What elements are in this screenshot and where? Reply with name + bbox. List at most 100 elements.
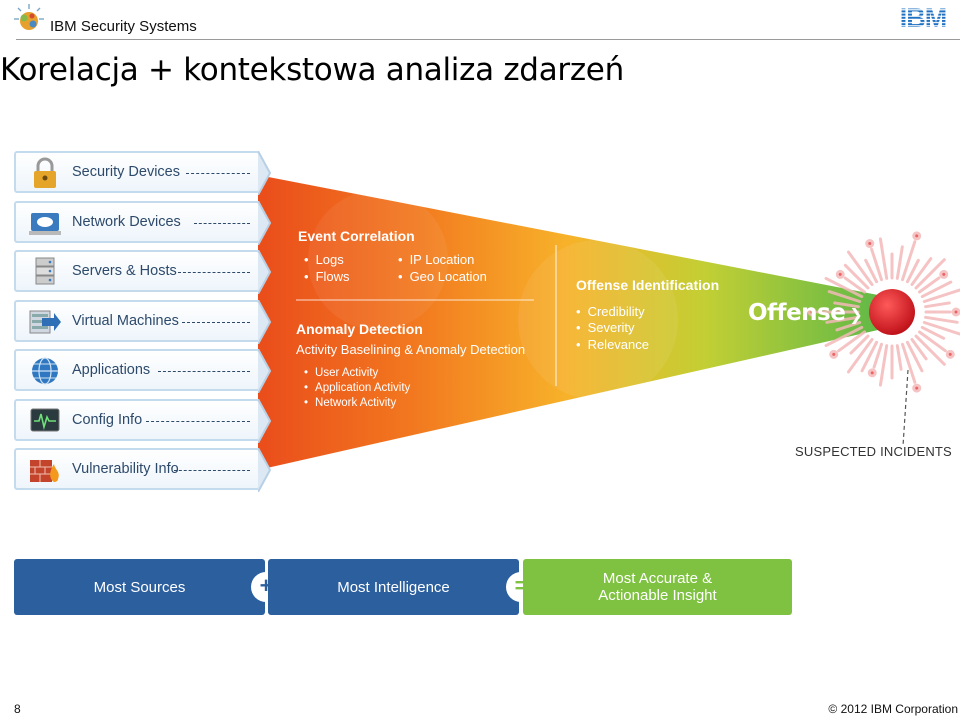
starburst-ray xyxy=(837,330,866,353)
source-label: Servers & Hosts xyxy=(72,263,177,279)
insight-line-2: Actionable Insight xyxy=(598,587,717,604)
source-label: Security Devices xyxy=(72,164,180,180)
starburst-ray xyxy=(864,258,879,284)
starburst-ray xyxy=(827,290,862,303)
starburst-ray xyxy=(895,245,904,280)
accurate-insight-box: Most Accurate & Actionable Insight xyxy=(523,559,792,615)
chevron-right-icon xyxy=(258,151,272,195)
starburst-ray xyxy=(835,321,862,332)
connector-dashes xyxy=(178,272,250,273)
ibm-security-icon xyxy=(14,4,44,30)
source-label: Config Info xyxy=(72,412,143,428)
lock-icon xyxy=(34,157,56,188)
starburst-dot xyxy=(939,269,949,279)
source-security-devices: Security Devices xyxy=(14,151,272,195)
anomaly-item-user: User Activity xyxy=(304,367,378,379)
source-vulnerability-info: Vulnerability Info xyxy=(14,448,272,492)
chevron-right-icon xyxy=(258,349,272,393)
starburst-ray xyxy=(825,315,860,324)
starburst-ray xyxy=(843,276,866,294)
starburst-ray xyxy=(860,340,879,373)
insight-line-1: Most Accurate & xyxy=(602,570,713,587)
starburst-ray xyxy=(878,237,889,280)
connector-dashes xyxy=(146,421,250,422)
virtual-machine-icon xyxy=(29,310,61,334)
starburst-ray xyxy=(901,240,917,282)
chevron-right-icon xyxy=(258,399,272,443)
starburst-ray xyxy=(878,344,889,387)
starburst-ray xyxy=(918,276,941,294)
starburst-ray xyxy=(920,325,946,340)
suspected-incidents-label: SUSPECTED INCIDENTS xyxy=(795,444,952,459)
starburst-ray xyxy=(895,344,903,371)
anomaly-item-application: Application Activity xyxy=(304,382,410,394)
most-sources-box: Most Sources xyxy=(14,559,265,615)
firewall-icon xyxy=(30,460,59,482)
offense-identification-title: Offense Identification xyxy=(576,277,720,293)
chevron-right-icon: ❯ xyxy=(849,305,863,324)
starburst-ray xyxy=(914,258,946,290)
anomaly-detection-title: Anomaly Detection xyxy=(296,321,423,337)
source-virtual-machines: Virtual Machines xyxy=(14,300,272,344)
chevron-right-icon xyxy=(258,448,272,492)
starburst-ray xyxy=(910,257,933,286)
starburst-ray xyxy=(901,342,917,384)
server-icon xyxy=(35,257,55,285)
event-item-logs: Logs xyxy=(304,252,344,267)
starburst-ray xyxy=(905,258,920,284)
starburst-ray xyxy=(924,301,951,309)
starburst-ray xyxy=(833,301,860,309)
starburst-ray xyxy=(922,288,960,303)
starburst-ray xyxy=(872,342,883,369)
event-correlation-title: Event Correlation xyxy=(298,228,415,244)
svg-text:IBM: IBM xyxy=(900,4,947,30)
network-cloud-icon xyxy=(29,213,61,235)
connector-dashes xyxy=(182,322,250,323)
starburst-ray xyxy=(922,321,960,336)
copyright: © 2012 IBM Corporation xyxy=(828,702,958,716)
starburst-dot xyxy=(867,368,877,378)
chevron-right-icon xyxy=(258,250,272,294)
starburst-dot xyxy=(865,239,875,249)
connector-dashes xyxy=(186,173,250,174)
starburst-ray xyxy=(920,280,953,299)
source-network-devices: Network Devices xyxy=(14,201,272,245)
starburst-dot xyxy=(829,349,839,359)
anomaly-detection-subtitle: Activity Baselining & Anomaly Detection xyxy=(296,342,526,357)
source-label: Virtual Machines xyxy=(72,313,179,329)
page-number: 8 xyxy=(14,702,21,716)
source-config-info: Config Info xyxy=(14,399,272,443)
slide-title: Korelacja + kontekstowa analiza zdarzeń xyxy=(0,52,624,88)
starburst-ray xyxy=(910,338,928,361)
source-label: Vulnerability Info xyxy=(72,461,179,477)
starburst-ray xyxy=(847,250,874,286)
offense-label: Offense❯ xyxy=(748,300,863,326)
event-item-flows: Flows xyxy=(304,269,350,284)
starburst-dot xyxy=(912,231,922,241)
starburst-dot xyxy=(912,383,922,393)
source-applications: Applications xyxy=(14,349,272,393)
source-label: Applications xyxy=(72,362,151,378)
connector-dashes xyxy=(174,470,250,471)
starburst-ray xyxy=(905,340,924,373)
starburst-ray xyxy=(824,276,864,299)
globe-icon xyxy=(32,357,58,385)
source-servers-hosts: Servers & Hosts xyxy=(14,250,272,294)
event-item-ip-location: IP Location xyxy=(398,252,475,267)
connector-dashes xyxy=(158,371,250,372)
offense-item-credibility: Credibility xyxy=(576,304,645,319)
starburst-ray xyxy=(849,334,870,355)
monitor-icon xyxy=(30,408,60,432)
starburst-ray xyxy=(847,338,874,374)
starburst-ray xyxy=(870,247,883,282)
starburst-dot xyxy=(835,269,845,279)
starburst-ray xyxy=(843,263,870,290)
offense-item-relevance: Relevance xyxy=(576,337,649,352)
connector-dashes xyxy=(194,223,250,224)
starburst-dot xyxy=(945,349,955,359)
starburst-dot xyxy=(807,307,817,317)
offense-text: Offense xyxy=(748,300,846,326)
brand-name: IBM Security Systems xyxy=(50,18,197,35)
ibm-logo: IBM xyxy=(900,4,948,30)
chevron-right-icon xyxy=(258,300,272,344)
